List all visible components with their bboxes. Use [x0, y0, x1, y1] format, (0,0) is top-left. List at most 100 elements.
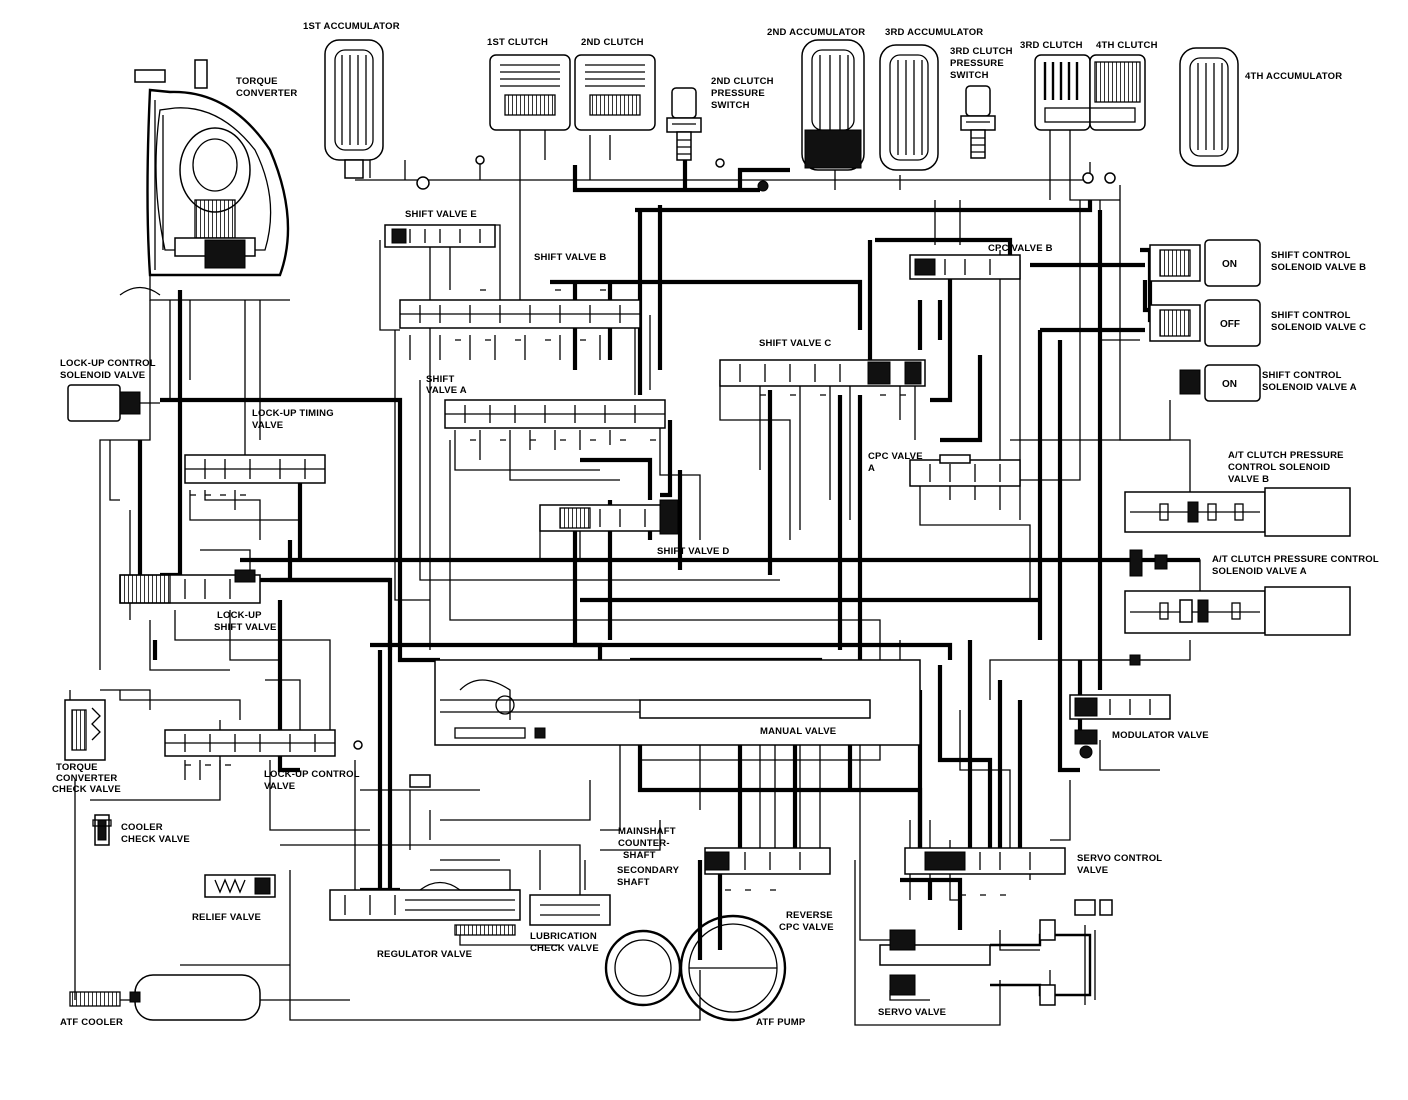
shift-valve-c-label: SHIFT VALVE C: [759, 338, 831, 349]
servo-control-valve-label-2: VALVE: [1077, 865, 1108, 876]
lubrication-check-valve: LUBRICATION CHECK VALVE: [529, 894, 611, 954]
modulator-valve: MODULATOR VALVE: [1069, 694, 1209, 759]
port-markings: [185, 289, 1006, 896]
torque-converter-label-1: TORQUE: [236, 76, 278, 87]
servo-control-valve: SERVO CONTROL VALVE: [904, 847, 1162, 876]
lock-up-shift-valve-label-1: LOCK-UP: [217, 610, 262, 621]
reverse-cpc-valve-label-2: CPC VALVE: [779, 922, 834, 933]
servo-control-valve-label-1: SERVO CONTROL: [1077, 853, 1162, 864]
solenoid-b-label-1: SHIFT CONTROL: [1271, 250, 1351, 261]
shift-control-solenoid-valve-b: ON SHIFT CONTROL SOLENOID VALVE B: [1149, 239, 1366, 287]
lock-up-timing-valve-label-2: VALVE: [252, 420, 283, 431]
reverse-cpc-valve: REVERSE CPC VALVE: [704, 847, 834, 933]
shift-valve-a: SHIFT VALVE A: [426, 374, 666, 429]
second-clutch-pressure-switch-label-2: PRESSURE: [711, 88, 765, 99]
accumulator-4: 4TH ACCUMULATOR: [1179, 47, 1342, 167]
lock-up-control-valve: LOCK-UP CONTROL VALVE: [164, 729, 360, 792]
cpc-valve-b: CPC VALVE B: [909, 243, 1053, 280]
lubrication-check-valve-label-1: LUBRICATION: [530, 931, 597, 942]
atcp-a-label-1: A/T CLUTCH PRESSURE CONTROL: [1212, 554, 1379, 565]
second-clutch-pressure-switch-label-1: 2ND CLUTCH: [711, 76, 774, 87]
cooler-check-valve-label-1: COOLER: [121, 822, 163, 833]
manual-valve: MANUAL VALVE: [434, 659, 921, 746]
servo-valve: SERVO VALVE: [878, 899, 1113, 1018]
torque-converter-check-valve-label-3: CHECK VALVE: [52, 784, 121, 795]
secondary-shaft-label-2: SHAFT: [617, 877, 650, 888]
solenoid-c-label-2: SOLENOID VALVE C: [1271, 322, 1366, 333]
regulator-valve: REGULATOR VALVE: [329, 859, 521, 960]
at-clutch-pressure-control-solenoid-b: A/T CLUTCH PRESSURE CONTROL SOLENOID VAL…: [1124, 450, 1351, 537]
cooler-check-valve: COOLER CHECK VALVE: [94, 814, 190, 846]
torque-converter: TORQUE CONVERTER: [119, 59, 297, 301]
relief-valve: RELIEF VALVE: [192, 874, 276, 923]
atcp-b-label-2: CONTROL SOLENOID: [1228, 462, 1330, 473]
lock-up-control-valve-label-1: LOCK-UP CONTROL: [264, 769, 360, 780]
lock-up-solenoid-label-2: SOLENOID VALVE: [60, 370, 145, 381]
atf-pump: ATF PUMP: [604, 914, 806, 1028]
second-accumulator-label: 2ND ACCUMULATOR: [767, 27, 865, 38]
atcp-b-label-1: A/T CLUTCH PRESSURE: [1228, 450, 1344, 461]
torque-converter-label-2: CONVERTER: [236, 88, 297, 99]
thick-fluid-lines: [137, 160, 1200, 960]
cpc-valve-a-label-2: A: [868, 463, 875, 474]
third-clutch-label: 3RD CLUTCH: [1020, 40, 1083, 51]
fourth-accumulator-label: 4TH ACCUMULATOR: [1245, 71, 1342, 82]
solenoid-a-state: ON: [1222, 379, 1237, 390]
torque-converter-check-valve: TORQUE CONVERTER CHECK VALVE: [52, 699, 121, 795]
lock-up-solenoid-label-1: LOCK-UP CONTROL: [60, 358, 156, 369]
regulator-valve-label: REGULATOR VALVE: [377, 949, 472, 960]
check-balls: [92, 155, 1141, 827]
first-accumulator-label: 1ST ACCUMULATOR: [303, 21, 400, 32]
third-accumulator-label: 3RD ACCUMULATOR: [885, 27, 983, 38]
accumulator-1: 1ST ACCUMULATOR: [303, 21, 400, 179]
atf-cooler: ATF COOLER: [60, 974, 261, 1028]
third-clutch-pressure-switch-label-1: 3RD CLUTCH: [950, 46, 1013, 57]
cooler-check-valve-label-2: CHECK VALVE: [121, 834, 190, 845]
solenoid-a-label-2: SOLENOID VALVE A: [1262, 382, 1357, 393]
third-clutch-pressure-switch-label-3: SWITCH: [950, 70, 989, 81]
shift-control-solenoid-valve-a: ON SHIFT CONTROL SOLENOID VALVE A: [1179, 364, 1357, 402]
solenoid-c-label-1: SHIFT CONTROL: [1271, 310, 1351, 321]
atcp-b-label-3: VALVE B: [1228, 474, 1269, 485]
shift-valve-d: SHIFT VALVE D: [539, 499, 729, 557]
cpc-valve-b-label: CPC VALVE B: [988, 243, 1053, 254]
solenoid-b-state: ON: [1222, 259, 1237, 270]
solenoid-b-label-2: SOLENOID VALVE B: [1271, 262, 1366, 273]
lubrication-check-valve-label-2: CHECK VALVE: [530, 943, 599, 954]
secondary-shaft-label-1: SECONDARY: [617, 865, 680, 876]
lock-up-shift-valve: LOCK-UP SHIFT VALVE: [119, 569, 277, 633]
modulator-valve-label: MODULATOR VALVE: [1112, 730, 1209, 741]
shift-valve-b-label: SHIFT VALVE B: [534, 252, 606, 263]
shift-valve-e-label: SHIFT VALVE E: [405, 209, 477, 220]
relief-valve-label: RELIEF VALVE: [192, 912, 261, 923]
lock-up-control-valve-label-2: VALVE: [264, 781, 295, 792]
solenoid-a-label-1: SHIFT CONTROL: [1262, 370, 1342, 381]
third-clutch-pressure-switch: 3RD CLUTCH PRESSURE SWITCH: [950, 46, 1013, 159]
shaft-labels: MAINSHAFT COUNTER- SHAFT SECONDARY SHAFT: [617, 826, 680, 888]
shift-valve-e: SHIFT VALVE E: [384, 209, 496, 248]
shift-valve-b: SHIFT VALVE B: [399, 252, 641, 329]
clutch-3-4-assembly: 3RD CLUTCH 4TH CLUTCH: [1020, 40, 1158, 131]
second-clutch-label: 2ND CLUTCH: [581, 37, 644, 48]
torque-converter-check-valve-label-1: TORQUE: [56, 762, 98, 773]
servo-valve-label: SERVO VALVE: [878, 1007, 946, 1018]
lock-up-control-solenoid-valve: LOCK-UP CONTROL SOLENOID VALVE: [60, 358, 160, 422]
clutch-1-2-assembly: 1ST CLUTCH 2ND CLUTCH: [487, 37, 656, 131]
shift-valve-c: SHIFT VALVE C: [719, 338, 926, 387]
atf-cooler-label: ATF COOLER: [60, 1017, 123, 1028]
lock-up-timing-valve: LOCK-UP TIMING VALVE: [184, 408, 334, 484]
countershaft-label-1: COUNTER-: [618, 838, 670, 849]
torque-converter-check-valve-label-2: CONVERTER: [56, 773, 117, 784]
shift-valve-d-label: SHIFT VALVE D: [657, 546, 729, 557]
lock-up-shift-valve-label-2: SHIFT VALVE: [214, 622, 277, 633]
accumulator-3: 3RD ACCUMULATOR: [879, 27, 983, 171]
cpc-valve-a-label-1: CPC VALVE: [868, 451, 923, 462]
cpc-valve-a: CPC VALVE A: [868, 451, 1021, 487]
manual-valve-label: MANUAL VALVE: [760, 726, 836, 737]
fourth-clutch-label: 4TH CLUTCH: [1096, 40, 1158, 51]
accumulator-2: 2ND ACCUMULATOR: [767, 27, 865, 171]
shift-valve-a-label-2: VALVE A: [426, 385, 467, 396]
second-clutch-pressure-switch-label-3: SWITCH: [711, 100, 750, 111]
atcp-a-label-2: SOLENOID VALVE A: [1212, 566, 1307, 577]
